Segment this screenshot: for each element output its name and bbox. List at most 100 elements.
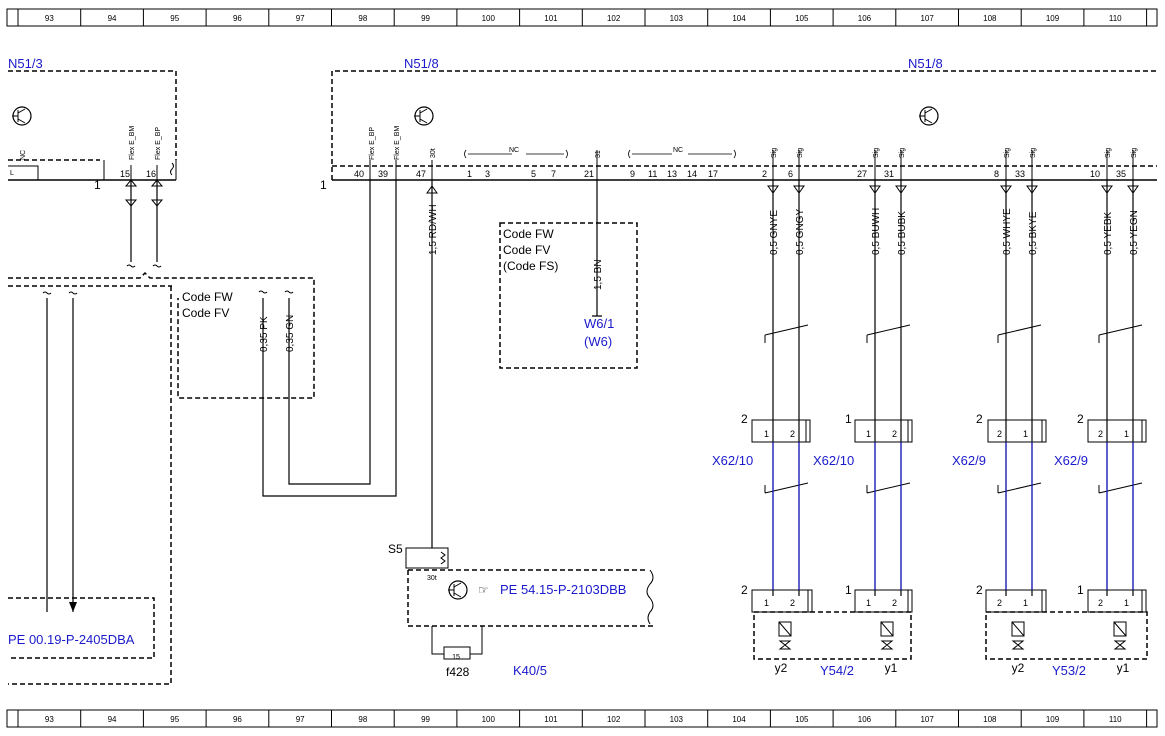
valve-y53-y2: y2 — [1012, 661, 1025, 675]
ruler-number: 105 — [795, 14, 809, 23]
ruler-number: 100 — [482, 715, 496, 724]
ruler-number: 107 — [920, 715, 934, 724]
component-x62-9-b: X62/9 — [1054, 453, 1088, 468]
ruler-number: 105 — [795, 715, 809, 724]
flex-e-bp-left: Flex E_BP — [155, 127, 162, 160]
plug-pin-number: 1 — [1023, 429, 1028, 439]
ruler-number: 93 — [45, 14, 54, 23]
pin-number: 27 — [857, 169, 867, 179]
pin-number: 11 — [648, 169, 657, 179]
plug-pin-number: 1 — [1124, 429, 1129, 439]
wire-gn: 0,35 GN — [285, 315, 296, 352]
code-box1-line2: Code FV — [182, 306, 229, 320]
ruler-number: 94 — [108, 715, 117, 724]
plug-x62-9b-number: 2 — [1077, 412, 1084, 426]
wire-buwh: 0,5 BUWH — [871, 208, 882, 255]
wire-yegn: 0,5 YEGN — [1129, 210, 1140, 255]
nc-label-1: NC — [509, 147, 519, 154]
plug-pin-number: 2 — [790, 429, 795, 439]
ruler-number: 93 — [45, 715, 54, 724]
pin-number: 8 — [994, 169, 999, 179]
component-x62-10-a: X62/10 — [712, 453, 753, 468]
ruler-number: 97 — [296, 715, 305, 724]
reference-pe-right[interactable]: PE 54.15-P-2103DBB — [500, 582, 626, 597]
plug-pin-number: 1 — [764, 598, 769, 608]
ruler-number: 104 — [732, 14, 746, 23]
plug-pin-number: 2 — [1098, 598, 1103, 608]
ruler-number: 97 — [296, 14, 305, 23]
plug-x62-9-number: 2 — [976, 412, 983, 426]
wire-whye: 0,5 WHYE — [1002, 208, 1013, 255]
switch-s5: S5 — [388, 542, 403, 556]
pin-number: 9 — [630, 169, 635, 179]
pin-number: 33 — [1015, 169, 1025, 179]
ruler-number: 104 — [732, 715, 746, 724]
pin-number: 47 — [416, 169, 426, 179]
component-x62-10-b: X62/10 — [813, 453, 854, 468]
sig-6: Sig — [1030, 148, 1037, 158]
reference-pe-left[interactable]: PE 00.19-P-2405DBA — [8, 632, 135, 647]
pin-number: 10 — [1090, 169, 1100, 179]
ruler-number: 101 — [544, 14, 558, 23]
blue-wires — [772, 442, 1134, 590]
component-w6-paren: (W6) — [584, 334, 612, 349]
ruler-number: 102 — [607, 715, 621, 724]
component-x62-9-a: X62/9 — [952, 453, 986, 468]
plug-pin-number: 2 — [892, 429, 897, 439]
code-box2-line3: (Code FS) — [503, 259, 558, 273]
pin-number: 15 — [120, 169, 130, 179]
component-w6-1: W6/1 — [584, 316, 614, 331]
ruler-number: 95 — [170, 715, 179, 724]
pin-number: 13 — [667, 169, 677, 179]
sig-3: Sig — [873, 148, 880, 158]
ruler-number: 95 — [170, 14, 179, 23]
ruler-number: 94 — [108, 14, 117, 23]
wire-gnye: 0,5 GNYE — [769, 210, 780, 255]
ruler-number: 99 — [421, 14, 430, 23]
pin-number: 7 — [551, 169, 556, 179]
component-n51-8-left: N51/8 — [404, 56, 439, 71]
plug-pin-number: 2 — [1098, 429, 1103, 439]
plug-pin-number: 1 — [764, 429, 769, 439]
plug-y54-left-number: 2 — [741, 583, 748, 597]
n51-3-edge-1: 1 — [94, 178, 101, 192]
code-box2-line1: Code FW — [503, 227, 554, 241]
wire-bn: 1,5 BN — [593, 259, 604, 290]
sig-2: Sig — [797, 148, 804, 158]
code-box2-line2: Code FV — [503, 243, 550, 257]
pin-number: 1 — [467, 169, 472, 179]
pin-number: 35 — [1116, 169, 1126, 179]
wire-yebk: 0,5 YEBK — [1103, 211, 1114, 255]
ruler-number: 103 — [670, 14, 684, 23]
component-y53-2: Y53/2 — [1052, 663, 1086, 678]
ruler-number: 106 — [858, 14, 872, 23]
pointing-hand-icon: ☞ — [478, 583, 489, 597]
valve-y54-y1: y1 — [885, 661, 898, 675]
sig-4: Sig — [899, 148, 906, 158]
flex-e-bm-left: Flex E_BM — [129, 126, 136, 160]
plug-y53-right-number: 1 — [1077, 583, 1084, 597]
ruler-number: 98 — [358, 14, 367, 23]
component-y54-2: Y54/2 — [820, 663, 854, 678]
nc-label-2: NC — [673, 147, 683, 154]
ruler-number: 110 — [1109, 715, 1122, 724]
plug-y54-right-number: 1 — [845, 583, 852, 597]
pin-number: 6 — [788, 169, 793, 179]
fuse-f428: f428 — [446, 665, 470, 679]
plug-y53-left-number: 2 — [976, 583, 983, 597]
pin-number: 17 — [708, 169, 718, 179]
plug-pin-number: 1 — [866, 598, 871, 608]
sig-1: Sig — [771, 148, 778, 158]
pin-31-top: 31 — [595, 150, 602, 158]
plug-pin-number: 2 — [997, 598, 1002, 608]
plug-pin-number: 2 — [892, 598, 897, 608]
plug-x62-10-number: 2 — [741, 412, 748, 426]
component-k40-5: K40/5 — [513, 663, 547, 678]
ruler-number: 109 — [1046, 715, 1060, 724]
pin-number: 21 — [584, 169, 594, 179]
